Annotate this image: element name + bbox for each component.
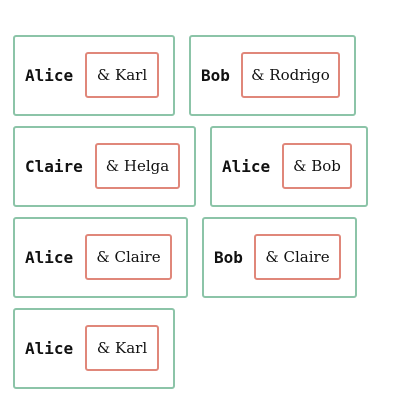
pair-card: Bob & Claire: [202, 217, 357, 298]
pair-card: Alice & Bob: [210, 126, 368, 207]
partner-badge: & Helga: [95, 143, 180, 189]
pair-card: Bob & Rodrigo: [189, 35, 356, 116]
pair-card: Claire & Helga: [13, 126, 196, 207]
pair-card: Alice & Karl: [13, 35, 175, 116]
primary-name: Alice: [25, 248, 74, 267]
primary-name: Alice: [25, 339, 74, 358]
primary-name: Bob: [201, 66, 230, 85]
pair-card: Alice & Claire: [13, 217, 188, 298]
partner-badge: & Claire: [254, 234, 341, 280]
primary-name: Alice: [25, 66, 74, 85]
partner-badge: & Rodrigo: [241, 52, 340, 98]
partner-badge: & Karl: [85, 52, 159, 98]
primary-name: Bob: [214, 248, 243, 267]
partner-badge: & Bob: [282, 143, 352, 189]
partner-badge: & Claire: [85, 234, 172, 280]
pair-card: Alice & Karl: [13, 308, 175, 389]
partner-badge: & Karl: [85, 325, 159, 371]
primary-name: Claire: [25, 157, 83, 176]
primary-name: Alice: [222, 157, 271, 176]
